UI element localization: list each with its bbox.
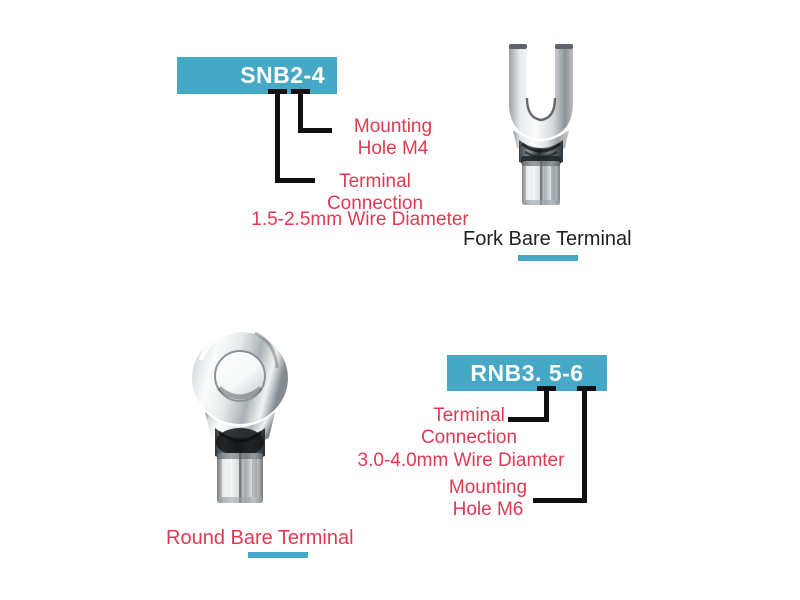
round-bare-terminal-image <box>185 320 295 510</box>
terminal-connection-annotation: Terminal Connection <box>326 171 424 215</box>
wire-diameter-annotation-2: 3.0-4.0mm Wire Diamter <box>357 450 565 471</box>
terminal-connection-leader-vertical <box>275 89 280 183</box>
mounting-hole-leader-horizontal <box>298 128 332 133</box>
rnb3-5-6-banner: RNB3. 5-6 <box>447 355 607 391</box>
fork-terminal-caption-underline <box>518 255 578 261</box>
round-terminal-caption: Round Bare Terminal <box>166 527 354 549</box>
terminal-connection-leader-vertical-2 <box>544 386 549 422</box>
mounting-hole-leader-vertical <box>298 89 303 133</box>
fork-terminal-caption: Fork Bare Terminal <box>463 228 632 250</box>
terminal-connection-leader-horizontal <box>275 178 315 183</box>
mounting-hole-leader-horizontal-2 <box>533 498 587 503</box>
snb2-4-banner: SNB2-4 <box>177 57 337 94</box>
fork-bare-terminal-image <box>495 40 587 210</box>
mounting-hole-leader-vertical-2 <box>582 386 587 503</box>
terminal-connection-leader-horizontal-2 <box>508 417 549 422</box>
mounting-hole-annotation: Mounting Hole M4 <box>353 116 433 160</box>
rnb3-5-6-banner-label: RNB3. 5-6 <box>470 359 584 386</box>
round-terminal-caption-underline <box>248 552 308 558</box>
terminal-connection-annotation-2: Terminal Connection <box>420 405 518 449</box>
snb2-4-banner-label: SNB2-4 <box>240 62 325 88</box>
mounting-hole-annotation-2: Mounting Hole M6 <box>448 477 528 521</box>
wire-diameter-annotation: 1.5-2.5mm Wire Diameter <box>251 209 469 230</box>
